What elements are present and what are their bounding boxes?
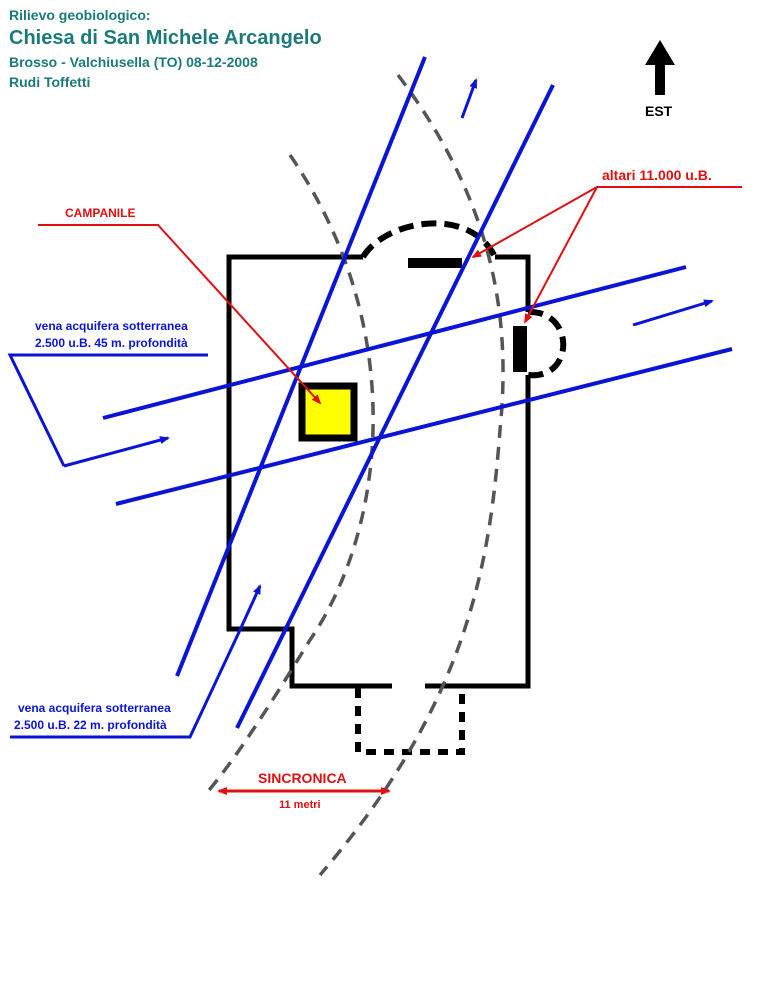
altari-label: altari 11.000 u.B. <box>602 167 712 183</box>
bell-tower <box>298 382 358 442</box>
campanile-label: CAMPANILE <box>65 206 135 220</box>
water-vein-45m-a <box>102 265 687 420</box>
flow-arrow-north <box>460 78 478 119</box>
water-vein-45m-b <box>115 347 733 506</box>
header-location-date: Brosso - Valchiusella (TO) 08-12-2008 <box>9 54 258 70</box>
church-outline <box>226 254 531 689</box>
synchronic-line-left <box>203 154 375 797</box>
page-title: Chiesa di San Michele Arcangelo <box>9 27 322 49</box>
altari-leader-side <box>524 186 598 324</box>
porch-dashed <box>355 688 465 755</box>
vena2-line1: vena acquifera sotterranea <box>18 701 171 715</box>
vena2-leader <box>10 629 242 739</box>
vena1-line1: vena acquifera sotterranea <box>35 319 188 333</box>
altar-side <box>513 326 527 372</box>
church-wall-right <box>425 375 531 689</box>
flow-arrow-left-vein <box>63 436 170 468</box>
header-author: Rudi Toffetti <box>9 74 91 90</box>
altar-main <box>408 258 462 268</box>
north-arrow-icon <box>645 40 675 95</box>
church-wall-apse-side <box>495 254 531 312</box>
altari-leader <box>471 186 742 258</box>
compass-label: EST <box>645 103 673 119</box>
metri-label: 11 metri <box>279 799 321 811</box>
side-chapel-dashed <box>527 308 567 379</box>
flow-arrow-east <box>632 299 714 327</box>
flow-arrow-lower <box>238 584 262 631</box>
church-wall <box>226 254 392 689</box>
campanile-leader <box>38 224 322 405</box>
sincronica-label: SINCRONICA <box>258 770 347 786</box>
apse-dashed <box>360 220 498 259</box>
vena1-line2: 2.500 u.B. 45 m. profondità <box>35 336 188 350</box>
water-vein-22m-b <box>235 84 555 729</box>
header-subtitle: Rilievo geobiologico: <box>9 7 151 23</box>
synchronic-line-right <box>318 73 505 877</box>
vena1-leader <box>7 353 208 467</box>
vena2-line2: 2.500 u.B. 22 m. profondità <box>14 718 167 732</box>
